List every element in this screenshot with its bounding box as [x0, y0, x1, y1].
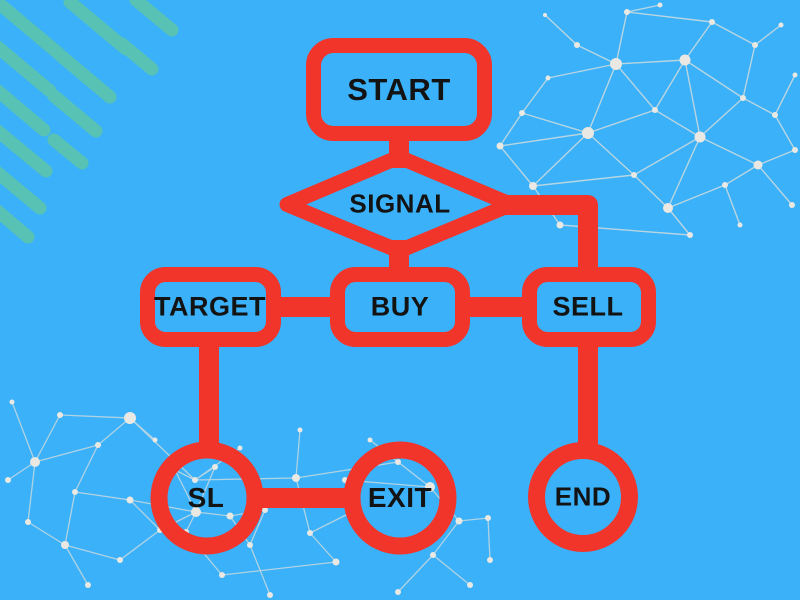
node-target-shape [140, 267, 281, 347]
diagonal-stripes-decoration [0, 0, 179, 244]
node-sell-shape [522, 267, 656, 347]
node-end-shape [528, 442, 638, 552]
node-start-shape [306, 38, 492, 141]
node-buy-label: BUY [370, 291, 430, 322]
edge-signal-sell [500, 195, 598, 273]
network-mesh-top-right-decoration [496, 2, 798, 238]
node-exit-label: EXIT [367, 482, 433, 513]
node-buy-shape [330, 267, 470, 347]
node-end-label: END [554, 481, 612, 512]
node-exit-shape [343, 441, 457, 555]
node-sl-shape [150, 441, 264, 555]
node-start-label: START [347, 72, 451, 107]
node-sell-label: SELL [552, 291, 624, 322]
node-signal-label: SIGNAL [349, 188, 451, 219]
network-mesh-bottom-left-decoration [5, 399, 493, 598]
node-signal-shape [279, 149, 519, 259]
node-sl-label: SL [187, 482, 225, 513]
node-target-label: TARGET [154, 291, 266, 322]
